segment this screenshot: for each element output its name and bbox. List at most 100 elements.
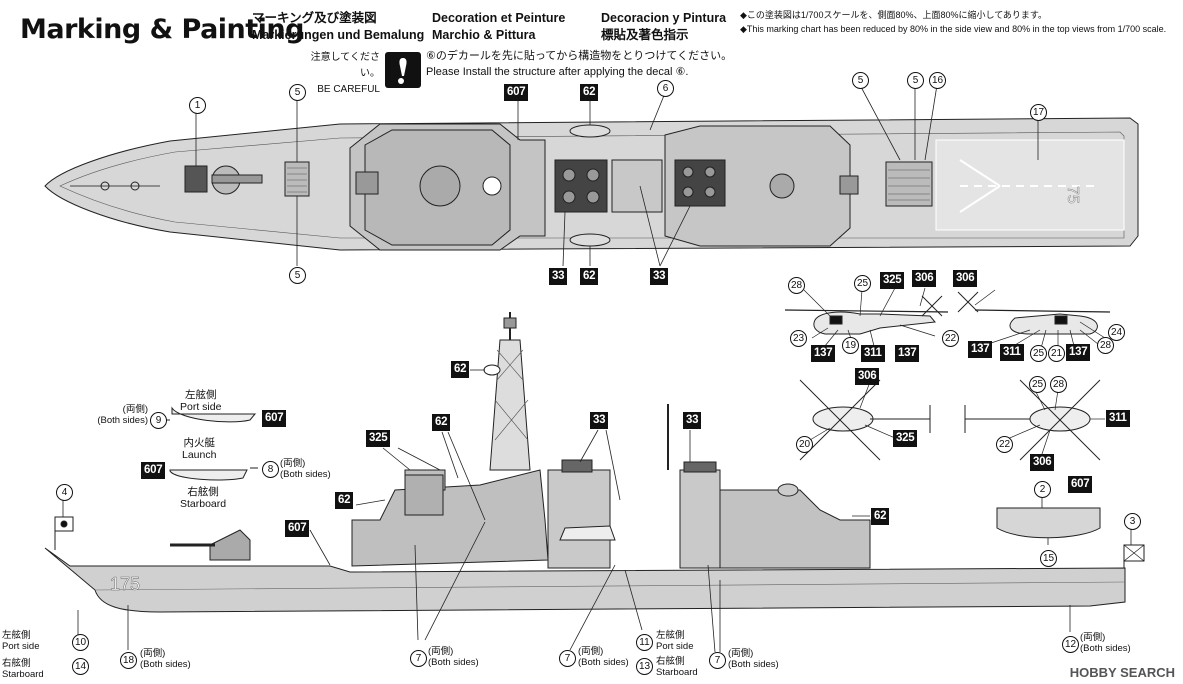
helicopter-top-left bbox=[799, 379, 931, 461]
callout-8: 8 bbox=[262, 461, 279, 478]
decal-311-heli-l: 311 bbox=[861, 345, 885, 362]
decal-62-mast: 62 bbox=[451, 361, 470, 378]
callout-14: 14 bbox=[72, 658, 89, 675]
scale-note-jp: ◆この塗装図は1/700スケールを、側面80%、上面80%に縮小してあります。 bbox=[740, 10, 1048, 20]
side-view-hull bbox=[44, 312, 1145, 613]
callout-11: 11 bbox=[636, 634, 653, 651]
callout-28-heli-top: 28 bbox=[1050, 376, 1067, 393]
caution-text-jp: ⑥のデカールを先に貼ってから構造物をとりつけてください。 bbox=[426, 50, 733, 62]
warning-icon bbox=[385, 52, 421, 88]
stbd-jp-14: 右舷側 bbox=[2, 658, 31, 669]
callout-5-aft-b: 5 bbox=[907, 72, 924, 89]
both-en-7b: (Both sides) bbox=[578, 657, 629, 668]
scale-note: ◆この塗装図は1/700スケールを、側面80%、上面80%に縮小してあります。 … bbox=[740, 8, 1176, 36]
callout-12: 12 bbox=[1062, 636, 1079, 653]
decal-306-heli-r: 306 bbox=[953, 270, 978, 287]
callout-3: 3 bbox=[1124, 513, 1141, 530]
caution-text: ⑥のデカールを先に貼ってから構造物をとりつけてください。 Please Inst… bbox=[426, 48, 732, 80]
decal-62-top: 62 bbox=[580, 84, 599, 101]
page-title: Marking & Painting bbox=[20, 14, 304, 45]
decal-137-heli-r-a: 137 bbox=[968, 341, 993, 358]
decal-33-side-a: 33 bbox=[590, 412, 609, 429]
decal-137-heli-l-a: 137 bbox=[811, 345, 836, 362]
callout-6: 6 bbox=[657, 80, 674, 97]
header-jp: マーキング及び塗装図 bbox=[252, 11, 377, 25]
callout-16: 16 bbox=[929, 72, 946, 89]
caution-text-en: Please Install the structure after apply… bbox=[426, 66, 689, 78]
caution-label-jp: 注意してください。 bbox=[310, 52, 380, 79]
callout-7-a: 7 bbox=[410, 650, 427, 667]
decal-62-fwd: 62 bbox=[335, 492, 354, 509]
both-jp-8: (両側) bbox=[280, 458, 306, 469]
both-jp-9: (両側) bbox=[122, 404, 148, 415]
callout-4: 4 bbox=[56, 484, 73, 501]
port-jp-10: 左舷側 bbox=[2, 630, 31, 641]
launch-label: 内火艇 Launch bbox=[182, 437, 216, 461]
starboard-label: 右舷側 Starboard bbox=[180, 486, 226, 510]
both-en-7c: (Both sides) bbox=[728, 659, 779, 670]
caution-label-en: BE CAREFUL bbox=[317, 84, 380, 95]
decal-607-port: 607 bbox=[262, 410, 287, 427]
callout-7-b: 7 bbox=[559, 650, 576, 667]
header-fr-it: Decoration et Peinture Marchio & Pittura bbox=[432, 10, 565, 44]
callout-9: 9 bbox=[150, 412, 167, 429]
header-es-cn: Decoracion y Pintura 標貼及著色指示 bbox=[601, 10, 726, 44]
decal-306-heli-l: 306 bbox=[912, 270, 937, 287]
decal-311-heli-r: 311 bbox=[1000, 344, 1024, 361]
both-sides-label-9: (両側) (Both sides) bbox=[94, 404, 148, 426]
both-en-12: (Both sides) bbox=[1080, 643, 1131, 654]
both-jp-7a: (両側) bbox=[428, 646, 454, 657]
decal-137-heli-l-b: 137 bbox=[895, 345, 920, 362]
callout-22-heli-top: 22 bbox=[996, 436, 1013, 453]
header-it: Marchio & Pittura bbox=[432, 28, 536, 42]
hull-number: 175 bbox=[110, 574, 140, 594]
both-jp-7c: (両側) bbox=[728, 648, 754, 659]
top-view-hull bbox=[44, 117, 1139, 251]
starboard-14-label: 右舷側 Starboard bbox=[2, 658, 44, 680]
decal-306-heli-top-r: 306 bbox=[1030, 454, 1055, 471]
port-side-label: 左舷側 Port side bbox=[180, 389, 221, 413]
watermark: HOBBY SEARCH bbox=[1069, 665, 1175, 680]
callout-19: 19 bbox=[842, 337, 859, 354]
callout-24: 24 bbox=[1108, 324, 1125, 341]
decal-607-side: 607 bbox=[285, 520, 310, 537]
decal-33-side-b: 33 bbox=[683, 412, 702, 429]
callout-13: 13 bbox=[636, 658, 653, 675]
header-cn: 標貼及著色指示 bbox=[601, 28, 689, 42]
header-es: Decoracion y Pintura bbox=[601, 11, 727, 25]
callout-25-heli-r: 25 bbox=[1030, 345, 1047, 362]
both-sides-label-8: (両側) (Both sides) bbox=[280, 458, 331, 480]
callout-21: 21 bbox=[1048, 345, 1065, 362]
launch-en: Launch bbox=[182, 449, 217, 461]
decal-137-heli-r-b: 137 bbox=[1066, 344, 1091, 361]
header-jp-de: マーキング及び塗装図 Markierungen und Bemalung bbox=[252, 10, 424, 44]
decal-33-top-b: 33 bbox=[650, 268, 669, 285]
both-en-9: (Both sides) bbox=[97, 415, 148, 426]
callout-20: 20 bbox=[796, 436, 813, 453]
callout-25-heli-top: 25 bbox=[1029, 376, 1046, 393]
port-side-11-label: 左舷側 Port side bbox=[656, 630, 694, 652]
decal-62-bridge: 62 bbox=[432, 414, 451, 431]
stbd-jp-13: 右舷側 bbox=[656, 656, 685, 667]
both-jp-18: (両側) bbox=[140, 648, 166, 659]
port-side-10-label: 左舷側 Port side bbox=[2, 630, 40, 652]
deck-number: 75 bbox=[1064, 186, 1081, 204]
both-sides-label-7c: (両側) (Both sides) bbox=[728, 648, 779, 670]
callout-7-c: 7 bbox=[709, 652, 726, 669]
decal-62-top-b: 62 bbox=[580, 268, 599, 285]
decal-311-heli-top: 311 bbox=[1106, 410, 1130, 427]
helicopter-side-right bbox=[957, 291, 1111, 335]
port-side-jp: 左舷側 bbox=[184, 389, 217, 401]
callout-10: 10 bbox=[72, 634, 89, 651]
callout-22-heli-side: 22 bbox=[942, 330, 959, 347]
header-fr: Decoration et Peinture bbox=[432, 11, 566, 25]
callout-28-heli-l: 28 bbox=[788, 277, 805, 294]
callout-25-heli-l: 25 bbox=[854, 275, 871, 292]
decal-306-heli-top-l: 306 bbox=[855, 368, 880, 385]
both-en-8: (Both sides) bbox=[280, 469, 331, 480]
decal-325-heli-top: 325 bbox=[893, 430, 918, 447]
scale-note-en: ◆This marking chart has been reduced by … bbox=[740, 24, 1167, 34]
both-sides-label-7a: (両側) (Both sides) bbox=[428, 646, 479, 668]
callout-5-lower: 5 bbox=[289, 267, 306, 284]
both-jp-7b: (両側) bbox=[578, 646, 604, 657]
